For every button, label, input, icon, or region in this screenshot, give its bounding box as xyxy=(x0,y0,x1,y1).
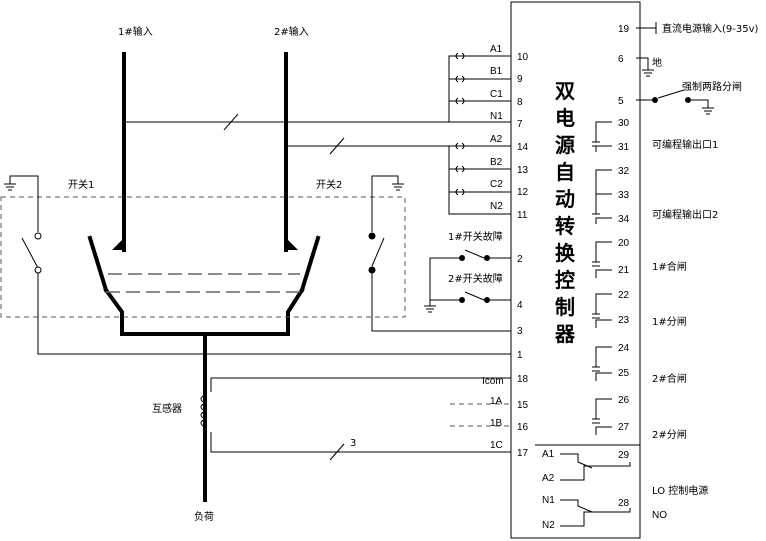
switch1-label: 开关1 xyxy=(68,178,94,191)
svg-text:5: 5 xyxy=(618,96,624,107)
controller-box xyxy=(510,1,641,539)
svg-text:6: 6 xyxy=(618,54,624,65)
svg-text:23: 23 xyxy=(618,315,630,326)
svg-text:换: 换 xyxy=(555,241,576,265)
fault1-label: 1#开关故障 xyxy=(448,230,503,243)
close2-label: 2#合闸 xyxy=(652,372,687,385)
svg-text:18: 18 xyxy=(517,374,529,385)
lo-control-label: LO 控制电源 xyxy=(652,484,708,497)
svg-text:A2: A2 xyxy=(490,134,503,145)
relay28-b: N2 xyxy=(542,520,555,531)
relay29-b: A2 xyxy=(542,473,555,484)
svg-text:25: 25 xyxy=(618,368,630,379)
svg-text:制: 制 xyxy=(555,295,575,319)
dc-input-label: 直流电源输入(9-35v) xyxy=(662,22,759,35)
svg-text:12: 12 xyxy=(517,187,529,198)
switch-group-box xyxy=(0,196,406,318)
left-pin-labels: A1 B1 C1 N1 A2 B2 C2 N2 Icom 1A 1B 1C xyxy=(482,44,504,451)
svg-text:13: 13 xyxy=(517,165,529,176)
relay28-num: 28 xyxy=(618,498,630,509)
svg-text:B2: B2 xyxy=(490,157,503,168)
svg-text:动: 动 xyxy=(555,187,575,211)
svg-text:1B: 1B xyxy=(490,418,503,429)
svg-text:1: 1 xyxy=(517,350,523,361)
svg-text:17: 17 xyxy=(517,448,529,459)
close1-label: 1#合闸 xyxy=(652,260,687,273)
svg-text:7: 7 xyxy=(517,119,523,130)
fault2-label: 2#开关故障 xyxy=(448,272,503,285)
svg-text:26: 26 xyxy=(618,395,630,406)
svg-text:32: 32 xyxy=(618,166,630,177)
svg-text:33: 33 xyxy=(618,190,630,201)
open2-label: 2#分闸 xyxy=(652,428,687,441)
svg-text:34: 34 xyxy=(618,214,630,225)
svg-text:20: 20 xyxy=(618,238,630,249)
relay28-a: N1 xyxy=(542,495,555,506)
svg-text:19: 19 xyxy=(618,24,630,35)
svg-text:电: 电 xyxy=(555,106,575,130)
right-pin-numbers: 19 6 5 30 31 32 33 34 20 21 22 23 24 25 … xyxy=(618,24,630,433)
svg-text:C2: C2 xyxy=(490,179,503,190)
open1-label: 1#分闸 xyxy=(652,315,687,328)
transformer-wire-count: 3 xyxy=(350,438,356,449)
svg-text:15: 15 xyxy=(517,400,529,411)
svg-text:转: 转 xyxy=(555,214,575,238)
svg-text:1C: 1C xyxy=(490,440,503,451)
svg-text:3: 3 xyxy=(517,326,523,337)
svg-text:B1: B1 xyxy=(490,66,503,77)
svg-text:27: 27 xyxy=(618,422,630,433)
load-label: 负荷 xyxy=(194,510,214,523)
svg-text:C1: C1 xyxy=(490,89,503,100)
left-pin-numbers: 10 9 8 7 14 13 12 11 2 4 3 1 18 15 16 17 xyxy=(517,52,529,459)
switch2-label: 开关2 xyxy=(316,178,342,191)
svg-text:N2: N2 xyxy=(490,201,503,212)
svg-text:1A: 1A xyxy=(490,396,503,407)
relay29-a: A1 xyxy=(542,449,555,460)
svg-text:11: 11 xyxy=(517,210,528,221)
svg-text:22: 22 xyxy=(618,290,630,301)
svg-text:器: 器 xyxy=(554,322,576,346)
input1-label: 1#输入 xyxy=(118,25,153,38)
svg-text:源: 源 xyxy=(555,133,575,157)
svg-text:双: 双 xyxy=(555,79,575,103)
controller-title: 双 电 源 自 动 转 换 控 制 器 xyxy=(554,79,576,346)
svg-text:Icom: Icom xyxy=(482,376,504,387)
svg-text:31: 31 xyxy=(618,142,630,153)
svg-text:14: 14 xyxy=(517,142,529,153)
transformer-label: 互感器 xyxy=(152,402,182,415)
svg-text:30: 30 xyxy=(618,118,630,129)
prog-out1-label: 可编程输出口1 xyxy=(652,138,718,151)
no-label: NO xyxy=(652,510,667,521)
svg-text:10: 10 xyxy=(517,52,529,63)
svg-text:21: 21 xyxy=(618,265,630,276)
input2-label: 2#输入 xyxy=(274,25,309,38)
relay29-num: 29 xyxy=(618,450,630,461)
svg-text:A1: A1 xyxy=(490,44,503,55)
ground-label: 地 xyxy=(652,56,662,69)
prog-out2-label: 可编程输出口2 xyxy=(652,208,718,221)
svg-text:N1: N1 xyxy=(490,111,503,122)
svg-text:控: 控 xyxy=(555,268,575,292)
svg-text:自: 自 xyxy=(555,160,575,184)
svg-text:2: 2 xyxy=(517,254,523,265)
svg-text:16: 16 xyxy=(517,422,529,433)
svg-text:8: 8 xyxy=(517,97,523,108)
svg-text:4: 4 xyxy=(517,300,523,311)
svg-text:9: 9 xyxy=(517,74,523,85)
force-open-label: 强制两路分闸 xyxy=(682,80,742,93)
svg-text:24: 24 xyxy=(618,343,630,354)
